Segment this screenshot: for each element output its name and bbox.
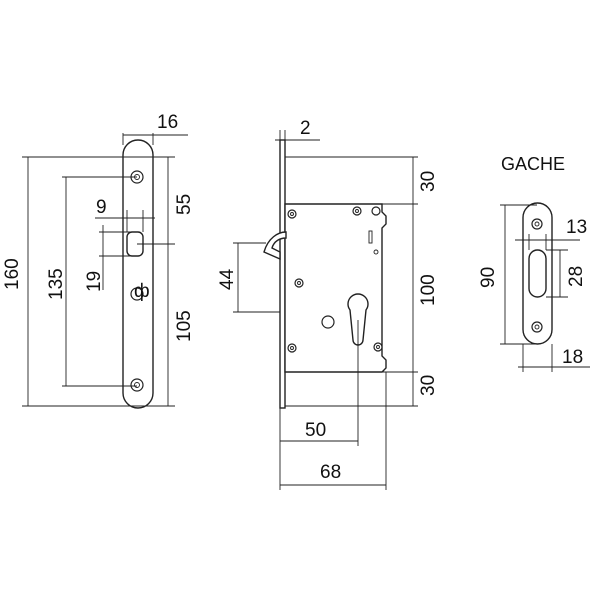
faceplate-width-dim: 16: [157, 112, 178, 133]
faceplate-hole-spacing-dim: 135: [46, 268, 67, 300]
faceplate-slot-edge-dim: 9: [96, 197, 107, 218]
strike-slot-offset-dim: 13: [566, 217, 587, 238]
svg-text:ф: ф: [134, 281, 150, 302]
lock-top-offset-dim: 30: [418, 171, 439, 192]
lock-depth-dim: 68: [320, 462, 341, 483]
lock-case: [284, 203, 387, 373]
strike-view: GACHE 90 13 28 18: [478, 154, 590, 372]
strike-height-dim: 90: [478, 267, 499, 288]
faceplate-bottom-dim: 105: [174, 310, 195, 342]
lock-front-plate: [279, 139, 286, 409]
strike-width-dim: 18: [562, 347, 583, 368]
lock-case-height-dim: 100: [418, 274, 439, 306]
lock-body-view: 2 30 100 30 44 50 68: [217, 118, 439, 490]
strike-slot: [528, 249, 547, 298]
faceplate-screw-hole-bottom: [130, 378, 144, 392]
lock-cylinder-cutout: [347, 293, 369, 346]
strike-slot-height-dim: 28: [566, 266, 587, 287]
faceplate-total-height-dim: 160: [2, 258, 23, 290]
lock-hook: [263, 231, 287, 261]
faceplate-slot-height-dim: 19: [84, 271, 105, 292]
faceplate-cylinder-hole: [130, 287, 144, 301]
faceplate-outline: [122, 139, 154, 409]
lock-bottom-offset-dim: 30: [418, 375, 439, 396]
strike-title: GACHE: [501, 154, 565, 174]
lock-plate-thickness-dim: 2: [300, 118, 311, 139]
faceplate-top-dim: 55: [174, 194, 195, 215]
lock-hook-height-dim: 44: [217, 268, 238, 290]
faceplate-view: ф 16 160 135 19 9 55 105: [2, 112, 195, 409]
lock-spindle-hole: [321, 315, 335, 329]
lock-backset-dim: 50: [305, 420, 326, 441]
